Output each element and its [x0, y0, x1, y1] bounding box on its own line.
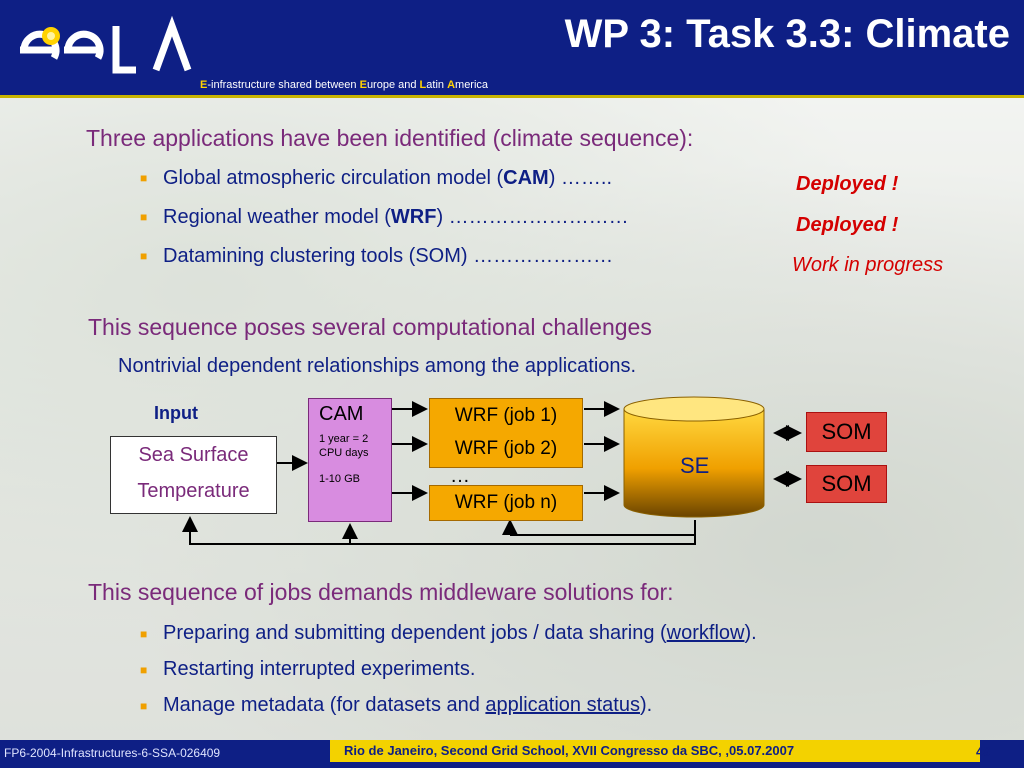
wrf-job-1: WRF (job 1)	[454, 405, 558, 426]
section1-heading: Three applications have been identified …	[86, 125, 694, 151]
page-number: 49	[976, 744, 991, 759]
app-item-wrf: Regional weather model (WRF) ………………………	[163, 206, 629, 228]
app-item-som: Datamining clustering tools (SOM) …………………	[163, 245, 614, 267]
tagline: E-infrastructure shared between Europe a…	[200, 79, 489, 91]
storage-element-cylinder	[623, 396, 765, 518]
section3-heading: This sequence of jobs demands middleware…	[88, 579, 674, 605]
bullet-square-icon: ■	[140, 249, 148, 263]
requirement-metadata: Manage metadata (for datasets and applic…	[163, 694, 653, 716]
som-box-1: SOM	[806, 412, 887, 452]
bullet-square-icon: ■	[140, 627, 148, 641]
event-info: Rio de Janeiro, Second Grid School, XVII…	[330, 740, 980, 762]
wrf-ellipsis: …	[450, 465, 470, 487]
som-box-2: SOM	[806, 465, 887, 503]
diagram-input-label: Input	[154, 403, 198, 423]
wrf-box-group: WRF (job 1) WRF (job 2)	[429, 398, 583, 468]
requirement-restart: Restarting interrupted experiments.	[163, 658, 476, 680]
eela-logo	[20, 15, 192, 74]
bullet-square-icon: ■	[140, 663, 148, 677]
wrf-job-n: WRF (job n)	[429, 485, 583, 521]
slide-footer: FP6-2004-Infrastructures-6-SSA-026409 Ri…	[0, 740, 1024, 768]
application-status-link[interactable]: application status	[485, 694, 640, 716]
status-wrf: Deployed !	[796, 214, 899, 236]
cam-box: CAM 1 year = 2 CPU days 1-10 GB	[308, 398, 392, 522]
slide-header: WP 3: Task 3.3: Climate E-infrastructure…	[0, 0, 1024, 98]
section2-heading: This sequence poses several computationa…	[88, 314, 652, 340]
status-som: Work in progress	[792, 254, 944, 276]
section2-subtext: Nontrivial dependent relationships among…	[118, 355, 637, 377]
slide-title: WP 3: Task 3.3: Climate	[564, 12, 1010, 56]
bullet-square-icon: ■	[140, 171, 148, 185]
slide-content: Three applications have been identified …	[0, 95, 1024, 740]
sea-surface-temperature-box: Sea Surface Temperature	[110, 436, 277, 514]
wrf-job-2: WRF (job 2)	[454, 438, 558, 459]
workflow-connectors	[182, 401, 802, 545]
bullet-square-icon: ■	[140, 210, 148, 224]
project-code: FP6-2004-Infrastructures-6-SSA-026409	[4, 746, 221, 760]
status-cam: Deployed !	[796, 173, 899, 195]
bullet-square-icon: ■	[140, 699, 148, 713]
requirement-workflow: Preparing and submitting dependent jobs …	[163, 622, 757, 644]
workflow-link[interactable]: workflow	[666, 622, 745, 644]
app-item-cam: Global atmospheric circulation model (CA…	[163, 167, 613, 189]
se-label: SE	[680, 453, 710, 478]
